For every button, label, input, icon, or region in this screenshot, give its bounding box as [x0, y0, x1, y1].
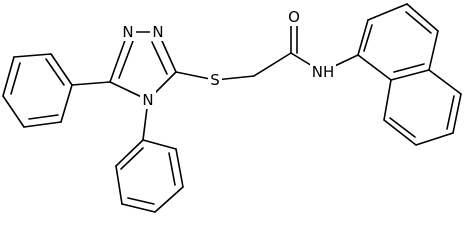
bond-naph-c5-c6 [452, 93, 462, 134]
atom-o: O [285, 8, 303, 26]
bond-naph-c1-c2-double [363, 24, 373, 52]
bond-ph2-a-double [120, 147, 144, 170]
bond-ph1-c [2, 56, 15, 97]
bond-naph-c7-c8 [383, 119, 417, 146]
bond-naph-c8a-c1 [357, 54, 392, 81]
bond-naph-c3-c4 [406, 3, 439, 32]
atom-n4: N [140, 91, 156, 109]
bond-ch2-carbonyl [253, 52, 292, 77]
bonds [2, 3, 462, 213]
bond-naph-c4-c4a [428, 30, 439, 71]
atom-labels: N N N S O NH [120, 8, 336, 109]
bond-ph1-b [13, 53, 52, 58]
bond-ph2-c-double [127, 197, 155, 205]
bond-naph-c5-c6-double [446, 95, 455, 130]
molecule-structure: N N N S O NH [2, 3, 462, 213]
bond-ph1-e-double [28, 114, 59, 120]
bond-naph-c4a-c5 [428, 69, 462, 95]
bond-naph-c7-c8-double [389, 117, 416, 138]
bond-ph2-e-double [168, 152, 176, 186]
bond-n2-c3-double [151, 41, 168, 75]
atom-nh: NH [310, 63, 336, 81]
structure-canvas: N N N S O NH [2, 3, 462, 213]
bond-naph-c4a-c8a-double [393, 63, 425, 73]
bond-ph2-d [154, 186, 184, 213]
atom-n1-label: N [122, 23, 133, 41]
bond-ph1-e [23, 121, 62, 128]
atom-nh-label: NH [312, 63, 335, 81]
bond-ph2-e [175, 148, 184, 188]
bond-ph1-a-double [45, 58, 65, 86]
bond-ph1-d [2, 95, 25, 128]
bond-ph1-f [60, 84, 73, 123]
bond-naph-c4a-c8a [390, 69, 430, 81]
bond-naph-c2-c3 [367, 3, 408, 21]
bond-ph2-b [115, 165, 123, 205]
bond-naph-c1-c2 [357, 19, 369, 56]
bond-ph1-a [50, 53, 73, 86]
bond-c5-n1-double [118, 40, 134, 79]
bond-ph1-c-double [10, 62, 21, 95]
bond-naph-c8-c8a [383, 79, 392, 121]
bond-c5-phenyl [71, 81, 111, 86]
bond-ph2-f [142, 139, 177, 150]
bond-naph-c6-c7 [415, 132, 454, 146]
bond-ph2-c [121, 203, 156, 213]
atom-n2-label: N [152, 23, 163, 41]
atom-s-label: S [210, 71, 220, 89]
atom-n4-label: N [142, 91, 153, 109]
atom-n2: N [150, 23, 166, 41]
atom-o-label: O [288, 8, 300, 26]
bond-ph2-a [115, 139, 144, 167]
atom-s: S [208, 71, 222, 89]
atom-n1: N [120, 23, 136, 41]
bond-naph-c3-c4-double [405, 11, 432, 34]
